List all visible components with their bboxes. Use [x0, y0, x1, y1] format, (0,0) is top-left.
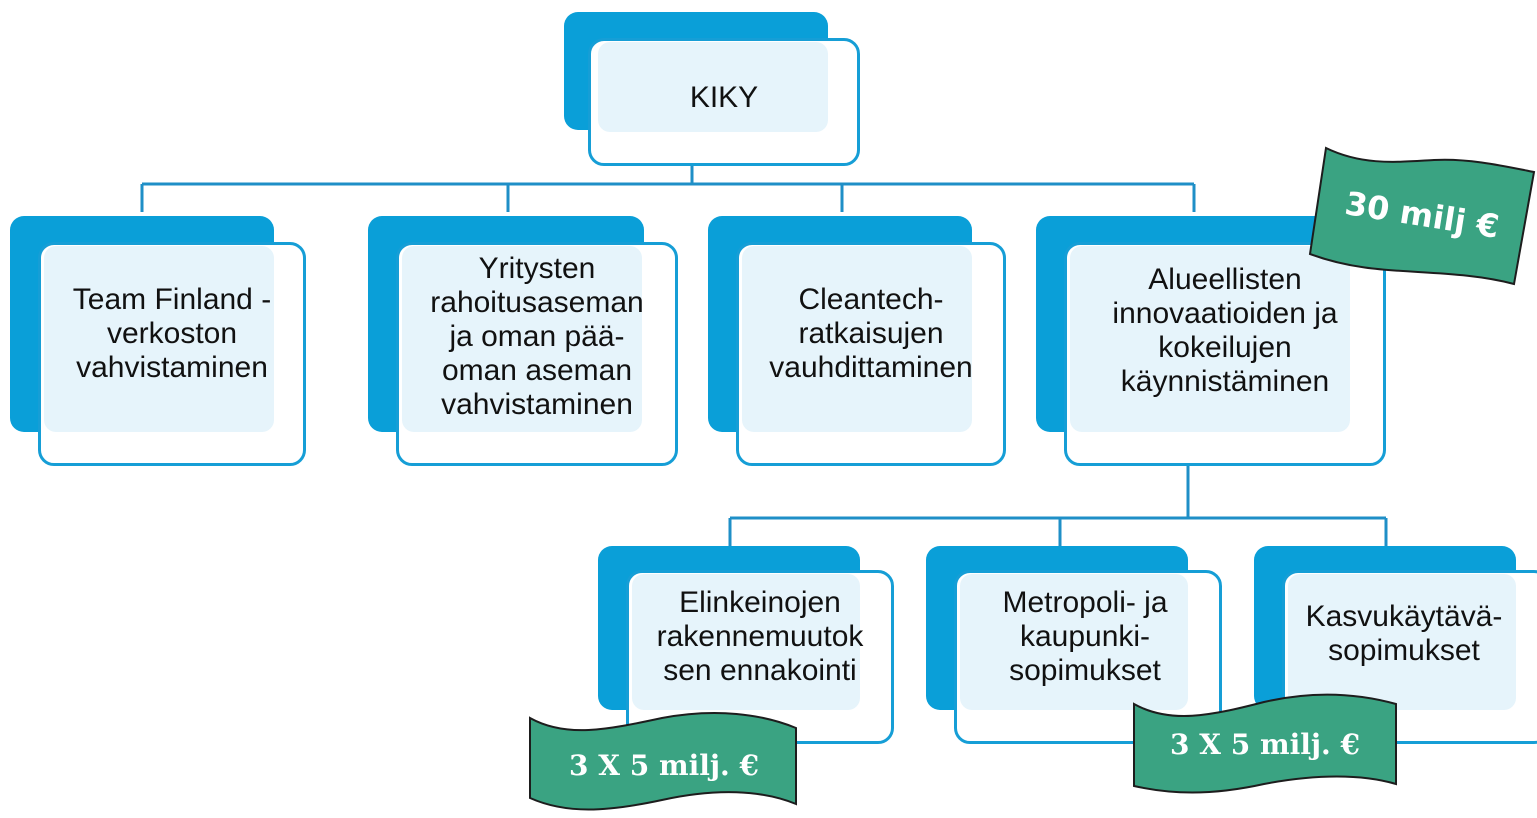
funding-flag-3x5m-right: 3 X 5 milj. € — [1130, 690, 1400, 798]
flag-text: 3 X 5 milj. € — [569, 748, 759, 782]
flag-banner-shape — [1308, 146, 1536, 286]
node-tint — [1288, 574, 1516, 710]
node-alueellisten-innovaatiot: Alueellisten innovaatioiden ja kokeiluje… — [1036, 216, 1388, 466]
node-cleantech: Cleantech- ratkaisujen vauhdittaminen — [708, 216, 1008, 466]
node-kiky: KIKY — [564, 12, 864, 166]
node-tint — [402, 246, 642, 432]
flag-banner-shape — [529, 712, 797, 811]
node-tint — [1070, 246, 1350, 432]
flag-text: 3 X 5 milj. € — [1170, 727, 1360, 761]
node-tint — [742, 246, 972, 432]
node-label: KIKY — [689, 81, 759, 114]
node-label: Kasvukäytävä- sopimukset — [1305, 600, 1503, 667]
node-label: Metropoli- ja kaupunki- sopimukset — [1002, 586, 1168, 687]
node-label: Elinkeinojen rakennemuutok sen ennakoint… — [656, 586, 864, 687]
node-elinkeinojen: Elinkeinojen rakennemuutok sen ennakoint… — [598, 546, 896, 744]
node-label: Alueellisten innovaatioiden ja kokeiluje… — [1112, 263, 1338, 398]
node-yritysten-rahoitus: Yritysten rahoitusaseman ja oman pää- om… — [368, 216, 680, 466]
node-label: Yritysten rahoitusaseman ja oman pää- om… — [430, 252, 644, 421]
funding-flag-3x5m-left: 3 X 5 milj. € — [526, 708, 802, 814]
node-tint — [960, 574, 1188, 710]
node-tint — [44, 246, 274, 432]
node-team-finland: Team Finland - verkoston vahvistaminen — [10, 216, 308, 466]
node-tint — [632, 574, 860, 710]
funding-flag-30m: 30 milj € — [1308, 142, 1536, 288]
node-label: Team Finland - verkoston vahvistaminen — [72, 283, 272, 384]
flag-banner-shape — [1133, 693, 1397, 794]
node-tint — [598, 42, 828, 132]
node-label: Cleantech- ratkaisujen vauhdittaminen — [769, 283, 973, 384]
